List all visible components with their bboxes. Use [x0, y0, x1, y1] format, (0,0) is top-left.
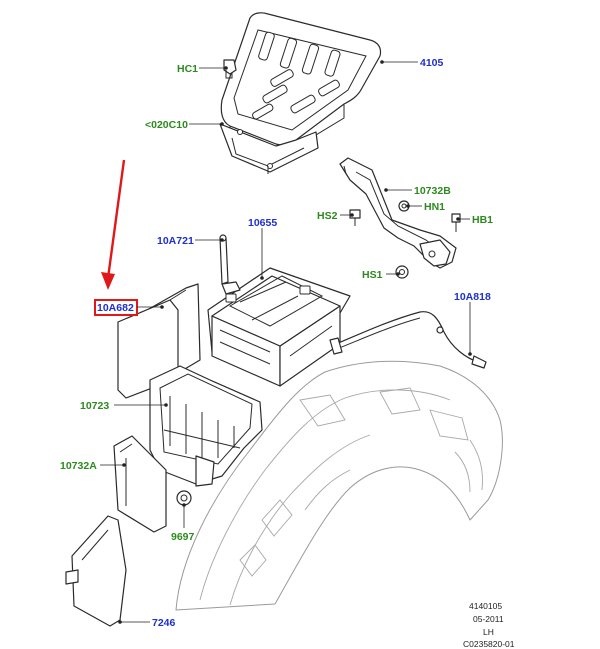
- bracket-10732b: [339, 157, 457, 269]
- nut-hs1: [395, 265, 409, 279]
- clip-hc1: [223, 59, 237, 79]
- label-10732b: 10732B: [414, 185, 451, 197]
- label-9697: 9697: [171, 531, 195, 543]
- battery-10655: [207, 267, 351, 387]
- label-hn1: HN1: [424, 201, 445, 213]
- bolt-hb1: [451, 213, 461, 232]
- screw-hs2: [349, 209, 361, 226]
- label-10732a: 10732A: [60, 460, 97, 472]
- cable-10a818: [329, 311, 487, 369]
- label-10655: 10655: [248, 217, 277, 229]
- label-hb1: HB1: [472, 214, 493, 226]
- clamp-10a721: [219, 234, 241, 295]
- label-4105: 4105: [420, 57, 444, 69]
- splash-shield-7246: [65, 515, 127, 627]
- label-10a682: 10A682: [97, 302, 134, 314]
- label-020c10: <020C10: [145, 119, 188, 131]
- label-10a818: 10A818: [454, 291, 491, 303]
- stamp-line-4: C0235820-01: [463, 639, 515, 649]
- stamp-line-2: 05-2011: [473, 614, 504, 624]
- illustration-stamp: 4140105 05-2011 LH C0235820-01: [463, 601, 515, 649]
- label-hs1: HS1: [362, 269, 383, 281]
- stamp-line-1: 4140105: [469, 601, 502, 611]
- bracket-020c10: [219, 123, 319, 174]
- battery-cover-4105: [220, 12, 382, 159]
- label-hc1: HC1: [177, 63, 198, 75]
- label-10723: 10723: [80, 400, 109, 412]
- clip-9697: [176, 490, 192, 506]
- label-10a721: 10A721: [157, 235, 194, 247]
- label-hs2: HS2: [317, 210, 338, 222]
- red-pointer-arrow: [101, 159, 126, 290]
- part-labels: 4105 HC1 <020C10 10732B HS2 HN1 HB1 HS1 …: [60, 57, 493, 629]
- shield-10732a: [113, 435, 167, 533]
- leader-lines: [100, 60, 472, 624]
- label-7246: 7246: [152, 617, 176, 629]
- nut-hn1: [398, 200, 410, 212]
- highlight-box-10a682: [94, 299, 138, 316]
- tray-10723: [149, 365, 263, 487]
- stamp-line-3: LH: [483, 627, 494, 637]
- wheel-arch-liner: [175, 360, 503, 611]
